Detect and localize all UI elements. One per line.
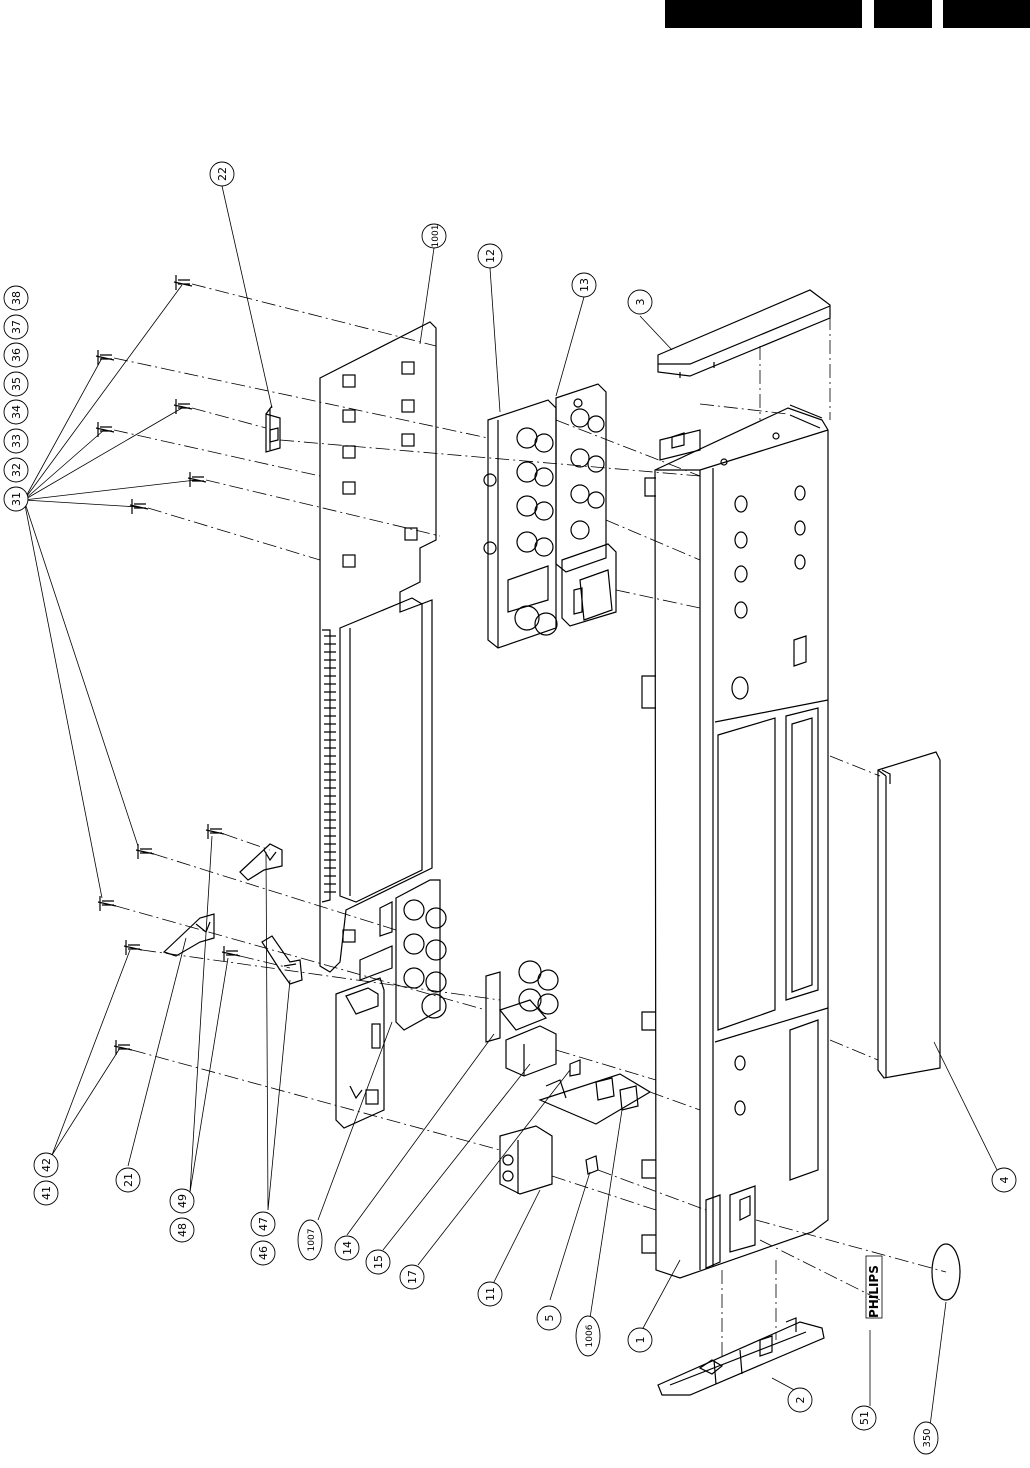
callout-51: 51 xyxy=(858,1411,871,1425)
callout-1001: 1001 xyxy=(431,225,441,248)
svg-text:PHILIPS: PHILIPS xyxy=(867,1265,881,1318)
callout-34: 34 xyxy=(10,405,23,419)
callout-1006: 1006 xyxy=(585,1324,595,1347)
callout-2: 2 xyxy=(794,1397,807,1404)
header-bar-3 xyxy=(943,0,1030,28)
jack-panel-part-12 xyxy=(483,399,558,649)
callout-36: 36 xyxy=(10,348,23,362)
header-bars xyxy=(0,0,1030,30)
callout-11: 11 xyxy=(484,1287,497,1301)
small-pcb-part-1006 xyxy=(538,1059,652,1125)
callout-labels: 22 1001 12 13 3 38 37 36 35 34 33 32 31 … xyxy=(10,167,1011,1448)
bottom-cover-part-2 xyxy=(657,1317,825,1396)
callout-12: 12 xyxy=(484,249,497,263)
callout-13: 13 xyxy=(578,278,591,292)
callout-15: 15 xyxy=(372,1255,385,1269)
callout-37: 37 xyxy=(10,320,23,334)
callout-46: 46 xyxy=(257,1246,270,1260)
jack-panel-part-13 xyxy=(555,383,617,627)
assembly-lines xyxy=(113,283,947,1360)
jack-part-14 xyxy=(485,960,559,1043)
callout-41: 41 xyxy=(40,1186,53,1200)
callout-38: 38 xyxy=(10,291,23,305)
callout-1: 1 xyxy=(634,1337,647,1344)
callout-33: 33 xyxy=(10,434,23,448)
callout-21: 21 xyxy=(122,1173,135,1187)
main-pcb-part-1001 xyxy=(319,321,437,973)
callout-17: 17 xyxy=(406,1270,419,1284)
screws-group-31-38 xyxy=(95,275,207,911)
tray-door-part-4 xyxy=(877,751,941,1079)
philips-logo-part-51: PHILIPS xyxy=(865,1255,883,1319)
lower-pcb-part-1007 xyxy=(335,977,385,1129)
callout-1007: 1007 xyxy=(307,1229,317,1252)
callout-22: 22 xyxy=(216,167,229,181)
callouts xyxy=(3,161,1017,1455)
oval-badge-part-350 xyxy=(931,1243,961,1301)
header-bar-2 xyxy=(874,0,932,28)
callout-31: 31 xyxy=(10,492,23,506)
callout-3: 3 xyxy=(634,299,647,306)
bracket-part-46 xyxy=(261,935,303,985)
callout-32: 32 xyxy=(10,463,23,477)
callout-48: 48 xyxy=(176,1223,189,1237)
front-panel-part-1 xyxy=(641,404,829,1279)
callout-5: 5 xyxy=(543,1315,556,1322)
callout-14: 14 xyxy=(341,1241,354,1255)
top-cover-part-3 xyxy=(657,289,831,378)
screws-group-41-49 xyxy=(113,824,241,1055)
switch-part-15 xyxy=(505,1025,557,1077)
bracket-part-47 xyxy=(239,843,283,881)
callout-47: 47 xyxy=(257,1217,270,1231)
screw-part-5 xyxy=(585,1155,599,1175)
clip-part-22 xyxy=(265,405,281,453)
callout-35: 35 xyxy=(10,377,23,391)
connector-part-11 xyxy=(499,1125,553,1195)
callout-42: 42 xyxy=(40,1158,53,1172)
leader-lines xyxy=(23,185,1001,1427)
header-bar-1 xyxy=(665,0,862,28)
callout-4: 4 xyxy=(998,1177,1011,1184)
callout-350: 350 xyxy=(922,1428,933,1447)
callout-49: 49 xyxy=(176,1194,189,1208)
